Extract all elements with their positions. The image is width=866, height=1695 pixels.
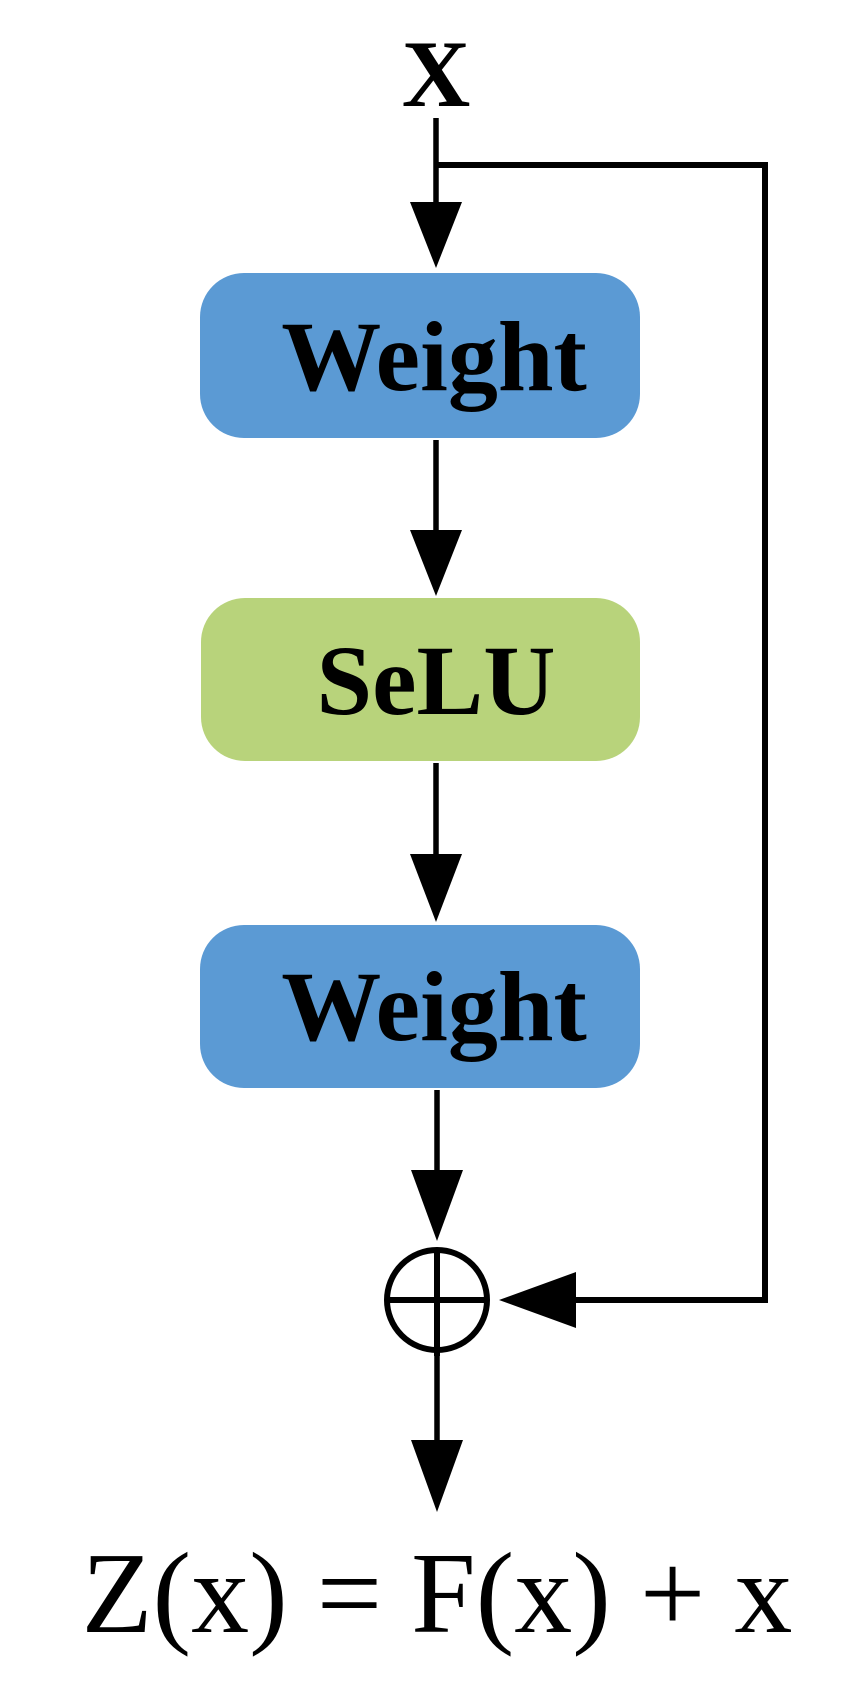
arrow-down-icon — [410, 202, 462, 268]
arrow-down-icon — [410, 854, 462, 922]
weight-block-1-label: Weight — [281, 301, 587, 412]
skip-connection-line — [436, 162, 768, 1303]
arrow-down-icon — [411, 1170, 463, 1241]
weight-block-1: Weight — [200, 273, 640, 438]
weight-block-2: Weight — [200, 925, 640, 1088]
output-formula: Z(x) = F(x) + x — [82, 1530, 793, 1658]
sum-node — [384, 1247, 490, 1356]
arrow-down-icon — [411, 1440, 463, 1512]
weight-block-2-box — [200, 925, 640, 1088]
weight-block-2-label: Weight — [281, 951, 587, 1062]
selu-block-box — [201, 598, 640, 761]
weight-block-1-box — [200, 273, 640, 438]
selu-block-label: SeLU — [317, 625, 556, 736]
selu-block: SeLU — [201, 598, 640, 761]
input-label: X — [402, 21, 471, 127]
arrow-left-icon — [499, 1272, 576, 1328]
arrow-down-icon — [410, 530, 462, 596]
